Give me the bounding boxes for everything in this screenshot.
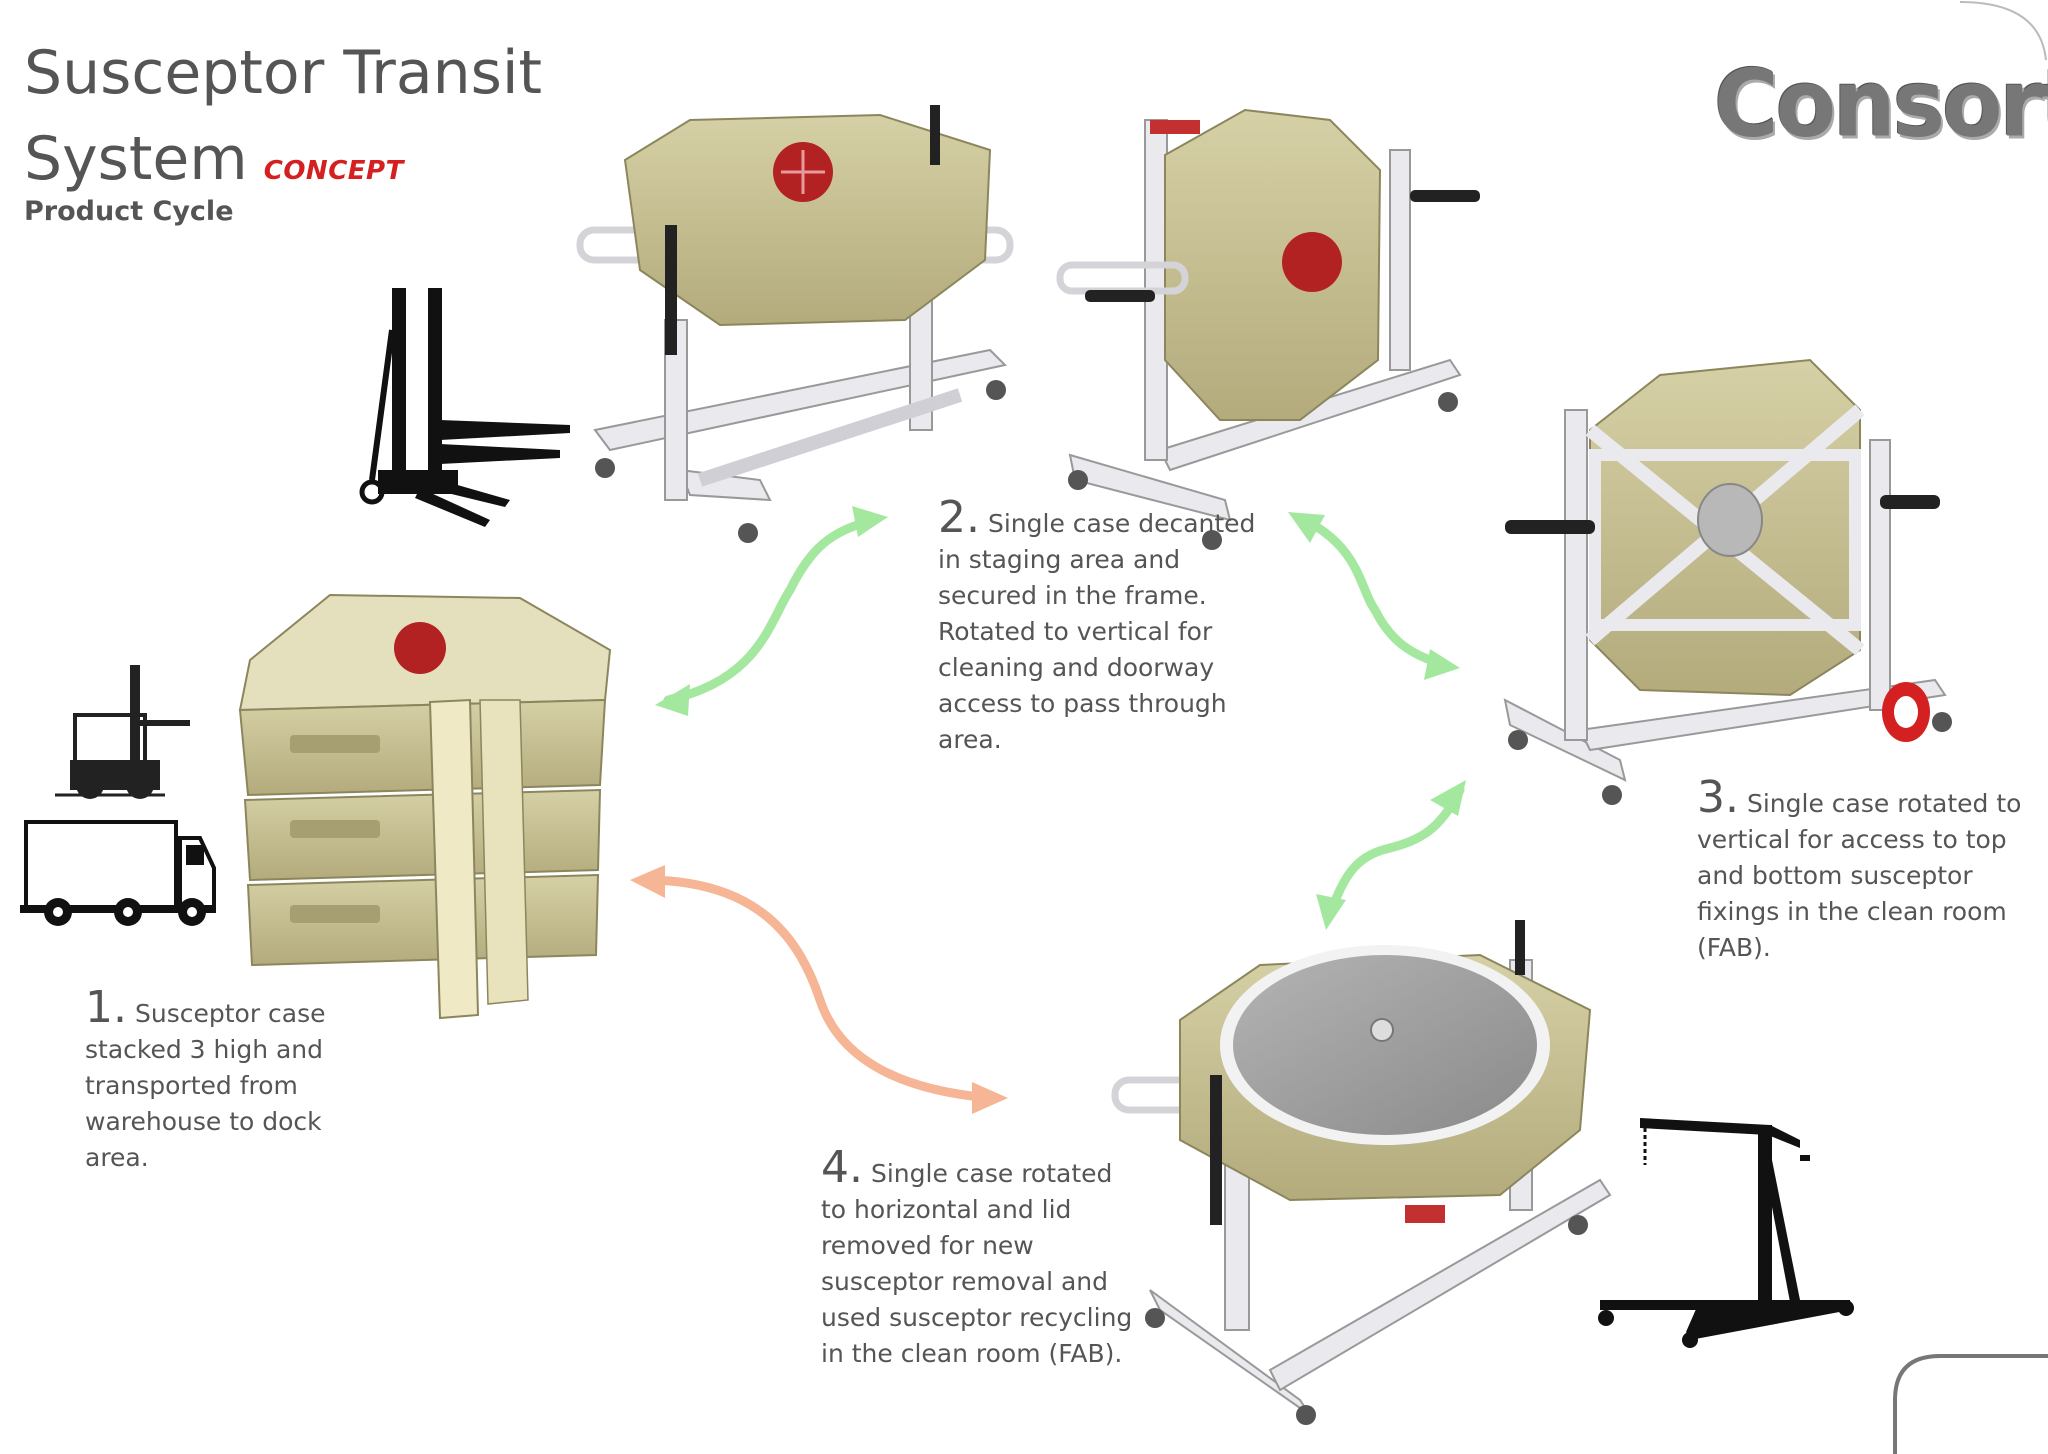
step-3: 3.Single case rotated to vertical for ac…: [1697, 780, 2022, 966]
pallet-stacker-icon: [362, 288, 570, 527]
step-3-number: 3.: [1697, 772, 1739, 823]
frame-open-case-illustration: [1115, 920, 1610, 1425]
frame-access-illustration: [1505, 360, 1952, 805]
arrow-1-2: [655, 506, 888, 716]
step-1: 1.Susceptor case stacked 3 high and tran…: [85, 990, 355, 1176]
stacked-cases-illustration: [240, 595, 610, 1018]
arrow-4-1: [630, 865, 1008, 1114]
step-4: 4.Single case rotated to horizontal and …: [821, 1150, 1141, 1372]
step-2: 2.Single case decanted in staging area a…: [938, 500, 1278, 758]
step-2-text: Single case decanted in staging area and…: [938, 509, 1255, 754]
step-4-text: Single case rotated to horizontal and li…: [821, 1159, 1132, 1368]
step-2-number: 2.: [938, 492, 980, 543]
arrow-2-3: [1288, 512, 1460, 680]
corner-decoration: [1895, 1356, 2048, 1454]
step-4-number: 4.: [821, 1142, 863, 1193]
arrow-3-4: [1316, 780, 1466, 930]
step-3-text: Single case rotated to vertical for acce…: [1697, 789, 2021, 962]
frame-vertical-case-illustration: [1060, 110, 1480, 550]
engine-crane-icon: [1598, 1118, 1854, 1348]
frame-horizontal-case-illustration: [580, 105, 1010, 543]
forklift-icon: [55, 665, 190, 799]
step-1-number: 1.: [85, 982, 127, 1033]
truck-icon: [20, 822, 216, 926]
top-right-border: [1960, 2, 2046, 60]
